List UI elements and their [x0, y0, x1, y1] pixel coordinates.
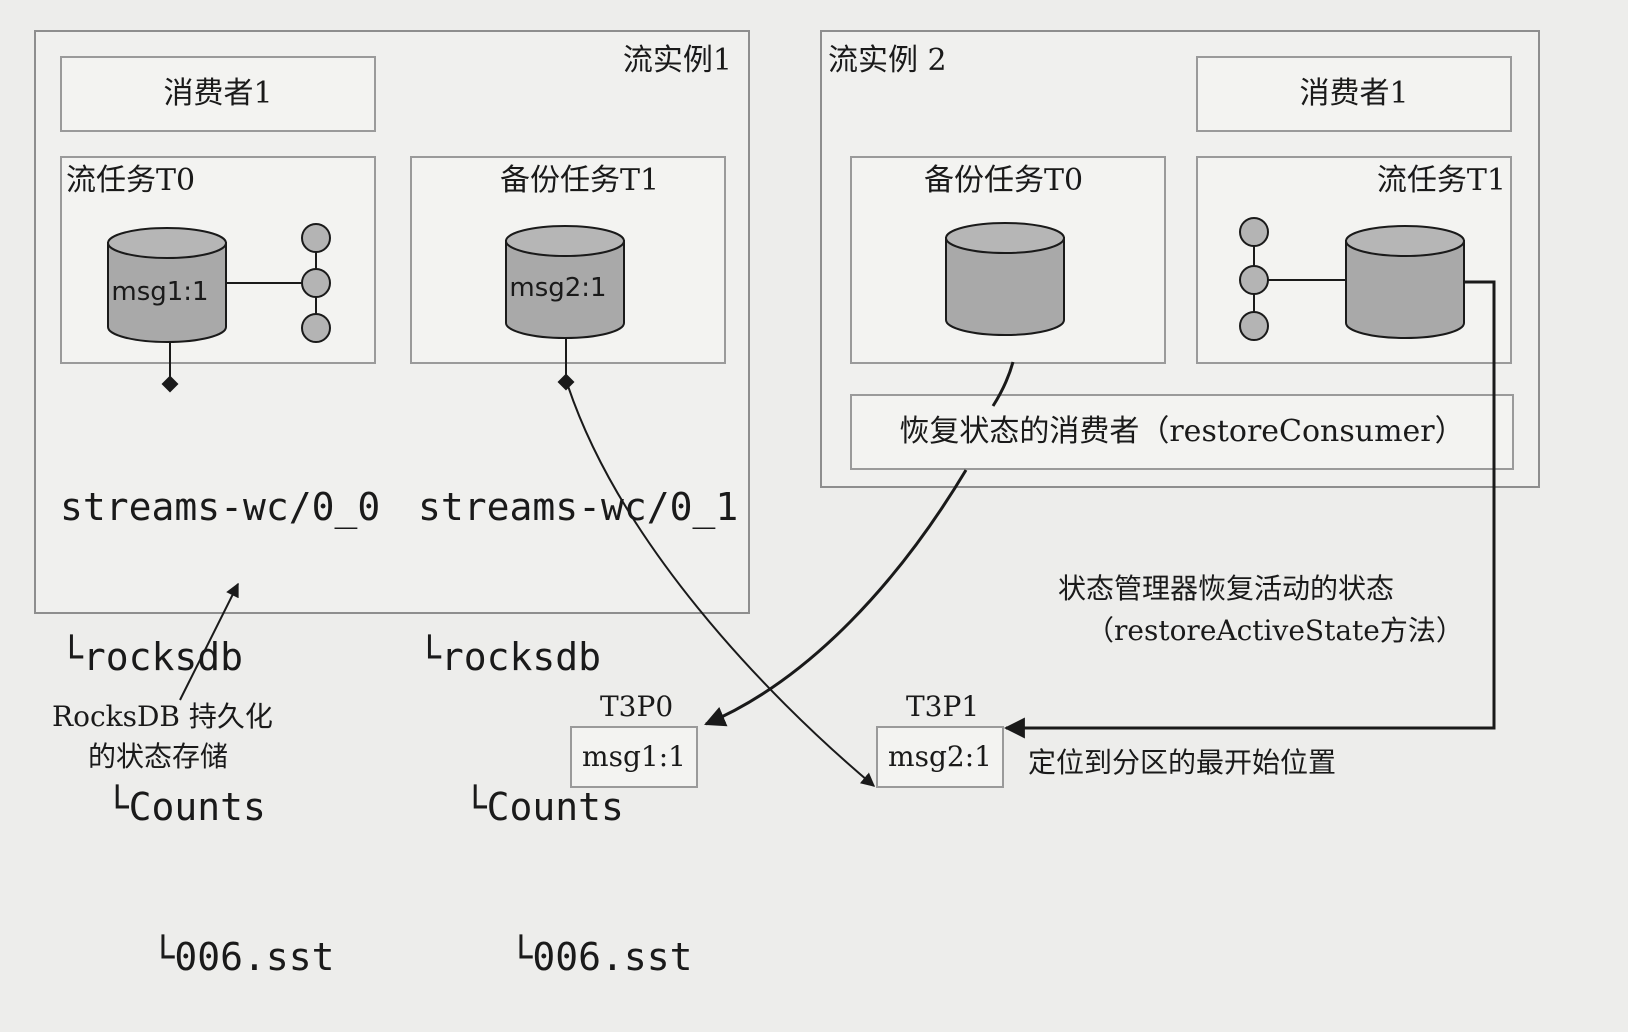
tree-line-dir: streams-wc/0_0 — [60, 485, 381, 529]
standby-task-t0: 备份任务T0 — [850, 156, 1166, 364]
stream-task-t1: 流任务T1 — [1196, 156, 1512, 364]
seek-to-beginning-note: 定位到分区的最开始位置 — [1028, 746, 1337, 779]
stream-instance-2: 流实例 2 消费者1 备份任务T0 流任务T1 恢复状态的消费者（restore… — [820, 30, 1540, 488]
state-manager-note-line1: 状态管理器恢复活动的状态 — [1058, 572, 1395, 605]
stream-instance-1-title: 流实例1 — [622, 43, 732, 78]
rocksdb-note-line1: RocksDB 持久化 — [52, 700, 273, 733]
partition-t3p0-box: msg1:1 — [570, 726, 698, 788]
tree-line-counts: └Counts — [60, 785, 266, 829]
tree-line-sst: └006.sst — [418, 935, 693, 979]
consumer-1-box: 消费者1 — [60, 56, 376, 132]
rocksdb-note-line2: 的状态存储 — [88, 740, 229, 773]
stream-task-t0-title: 流任务T0 — [66, 163, 196, 198]
standby-task-t0-title: 备份任务T0 — [924, 163, 1084, 198]
tree-line-rocksdb: └rocksdb — [60, 635, 244, 679]
standby-task-t1-title: 备份任务T1 — [500, 163, 660, 198]
state-manager-note-line2: （restoreActiveState方法） — [1086, 614, 1464, 647]
restore-consumer-box: 恢复状态的消费者（restoreConsumer） — [850, 394, 1514, 470]
tree-line-dir: streams-wc/0_1 — [418, 485, 739, 529]
stream-task-t0: 流任务T0 — [60, 156, 376, 364]
stream-task-t1-title: 流任务T1 — [1376, 163, 1506, 198]
tree-line-counts: └Counts — [418, 785, 624, 829]
partition-t3p1-box: msg2:1 — [876, 726, 1004, 788]
tree-line-sst: └006.sst — [60, 935, 335, 979]
state-dir-0-1: streams-wc/0_1 └rocksdb └Counts └006.sst — [418, 382, 738, 1032]
consumer-1-box: 消费者1 — [1196, 56, 1512, 132]
partition-t3p1-title: T3P1 — [906, 690, 980, 723]
standby-task-t1: 备份任务T1 — [410, 156, 726, 364]
partition-t3p0-title: T3P0 — [600, 690, 674, 723]
tree-line-rocksdb: └rocksdb — [418, 635, 602, 679]
stream-instance-2-title: 流实例 2 — [828, 43, 947, 78]
